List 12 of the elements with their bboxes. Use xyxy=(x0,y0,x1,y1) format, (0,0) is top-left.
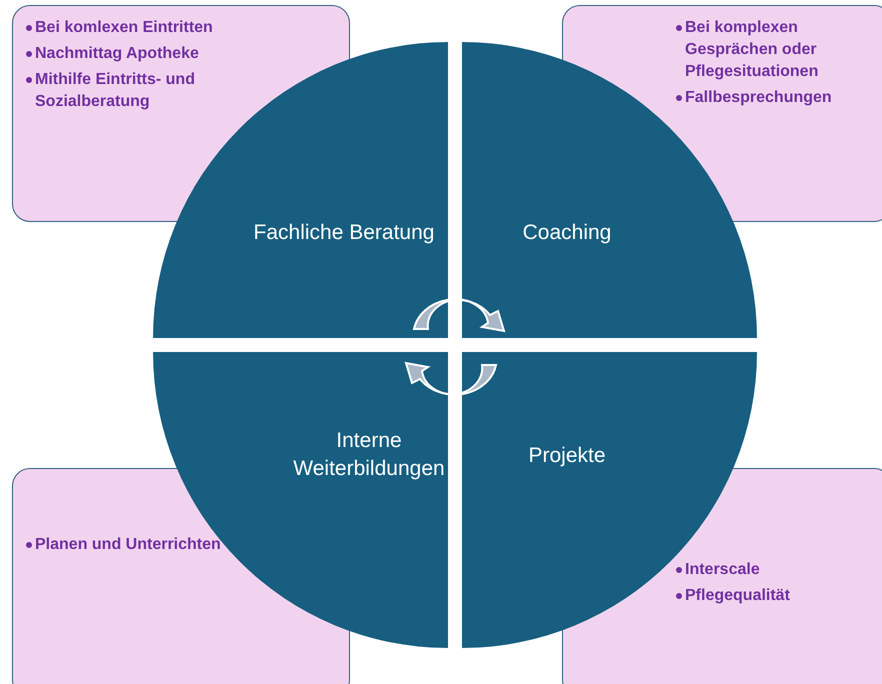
bullet-text: Pflegequalität xyxy=(675,585,875,607)
bullet-text: Mithilfe Eintritts- und Sozialberatung xyxy=(25,69,245,113)
segment-label: Coaching xyxy=(522,220,612,246)
bullet-text: Planen und Unterrichten xyxy=(25,534,225,556)
bullet-text: Bei komlexen Eintritten xyxy=(25,17,245,39)
bullet-text: Fallbesprechungen xyxy=(675,87,875,109)
bullet-text: Bei komplexen Gesprächen oder Pflegesituationen xyxy=(675,17,875,83)
segment-label: Interne Weiterbildungen xyxy=(292,428,446,482)
segment-label: Fachliche Beratung xyxy=(252,220,436,246)
bullet-text: Nachmittag Apotheke xyxy=(25,43,245,65)
bullet-text: Interscale xyxy=(675,559,875,581)
segment-label: Projekte xyxy=(527,443,607,469)
